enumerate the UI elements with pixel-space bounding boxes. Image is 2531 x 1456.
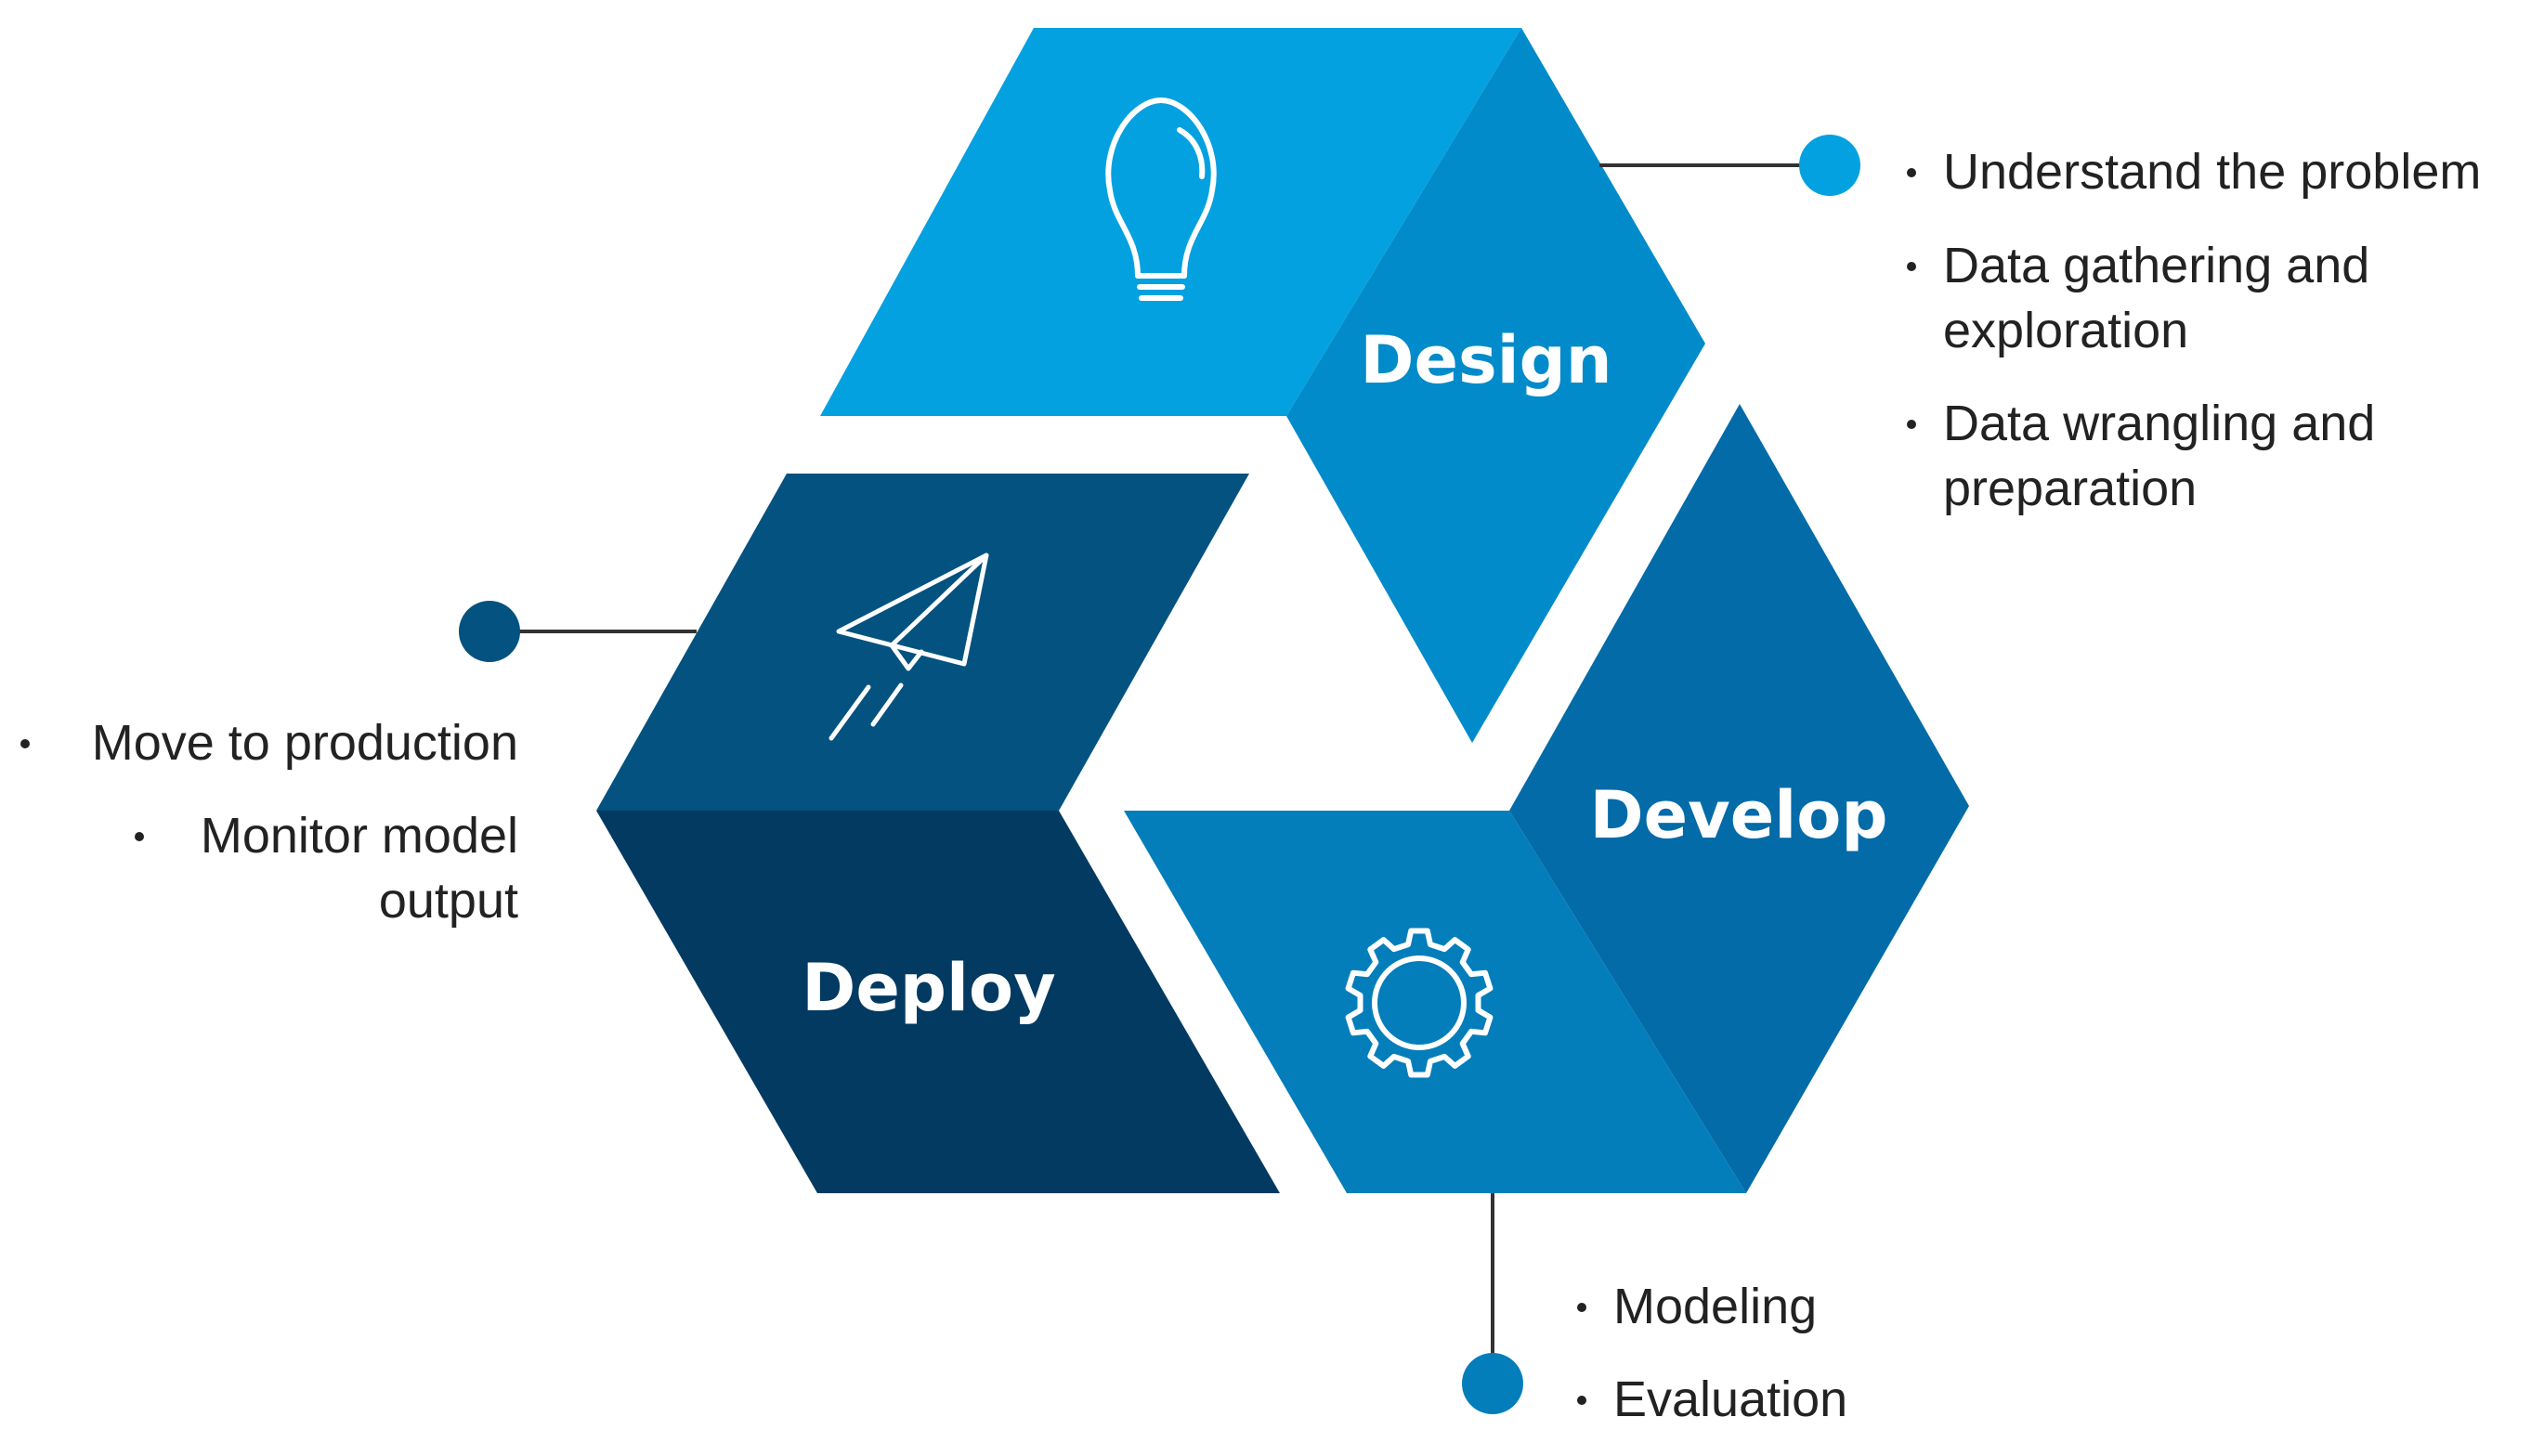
paper-plane-icon: [828, 552, 989, 741]
design-segment: Design: [820, 28, 1705, 743]
design-bullet-dot: [1907, 262, 1916, 271]
deploy-bullet-dot: [135, 832, 144, 841]
deploy-top-face: [596, 474, 1249, 811]
design-bullet-text: exploration: [1943, 303, 2188, 358]
design-connector: [1599, 135, 1860, 196]
design-label: Design: [1360, 322, 1611, 398]
deploy-bullet-text: output: [379, 873, 518, 929]
develop-right-face: [1509, 404, 1969, 1193]
develop-bullet-text: Modeling: [1613, 1279, 1817, 1334]
gear-icon: [1345, 928, 1494, 1078]
design-bullet-text: Data wrangling and: [1943, 396, 2375, 451]
deploy-connector: [459, 601, 697, 662]
develop-connector: [1462, 1193, 1523, 1414]
design-bullet-dot: [1907, 420, 1916, 429]
design-bottom-face: [1286, 28, 1705, 743]
develop-bottom-face: [1124, 811, 1746, 1193]
deploy-label: Deploy: [802, 950, 1055, 1026]
develop-label: Develop: [1590, 777, 1888, 853]
develop-segment: Develop: [1124, 404, 1969, 1193]
design-node: [1799, 135, 1860, 196]
deploy-node: [459, 601, 520, 662]
design-bullet-text: Understand the problem: [1943, 144, 2481, 200]
deploy-segment: Deploy: [596, 474, 1280, 1193]
develop-bullet-dot: [1577, 1303, 1586, 1312]
deploy-bullet-text: Monitor model: [201, 808, 518, 864]
design-bullet-dot: [1907, 168, 1916, 177]
deploy-bottom-face: [596, 811, 1280, 1193]
design-top-face: [820, 28, 1521, 416]
deploy-bullet-text: Move to production: [92, 715, 518, 771]
design-bullet-text: Data gathering and: [1943, 238, 2369, 293]
develop-bullet-text: Evaluation: [1613, 1372, 1847, 1427]
design-bullet-text: preparation: [1943, 461, 2197, 516]
develop-node: [1462, 1353, 1523, 1414]
deploy-bullet-dot: [20, 739, 30, 748]
develop-bullet-dot: [1577, 1396, 1586, 1405]
lightbulb-icon: [1105, 98, 1217, 301]
